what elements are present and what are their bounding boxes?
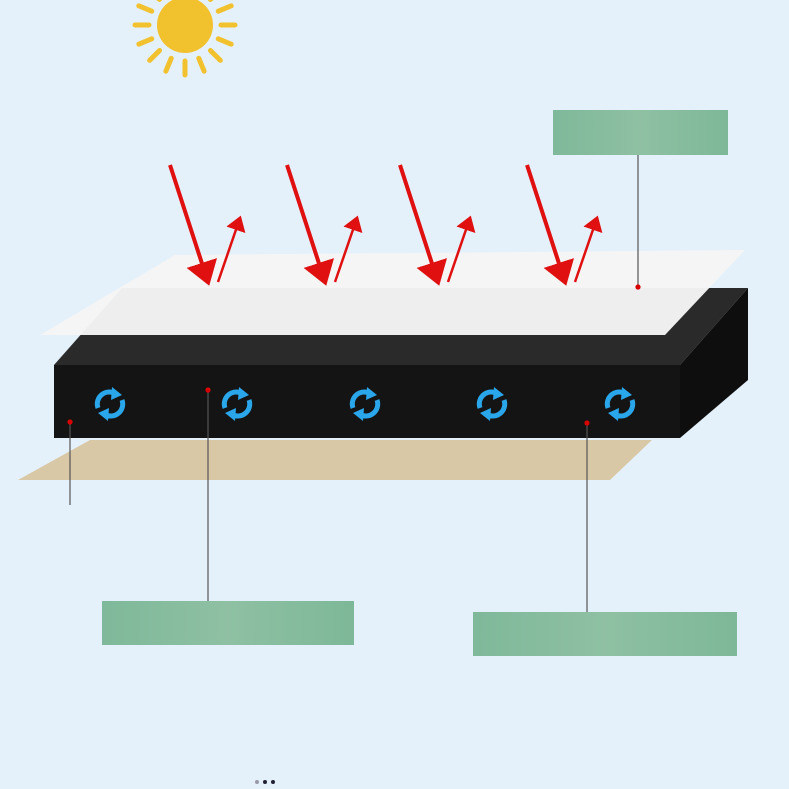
refresh-cycle-icon — [604, 387, 636, 421]
leader-lines — [69, 155, 639, 612]
cycle-icons — [94, 387, 636, 421]
sun-ray — [215, 36, 234, 47]
refresh-cycle-icon — [349, 387, 381, 421]
reflective-film-layer — [40, 250, 745, 335]
refresh-cycle-icon — [221, 387, 253, 421]
pager-dot[interactable] — [263, 780, 267, 784]
base-layer — [18, 440, 652, 480]
incoming-ray-arrow — [525, 164, 575, 286]
label-box-top-film — [553, 110, 728, 155]
pager-dot[interactable] — [271, 780, 275, 784]
label-box-foam — [102, 601, 354, 645]
sun-ray — [136, 3, 155, 14]
incoming-ray-arrow — [168, 164, 218, 286]
incoming-ray-arrow — [398, 164, 448, 286]
foam-right-face — [680, 288, 748, 438]
pager-dot[interactable] — [255, 780, 259, 784]
marker-dots — [67, 284, 641, 426]
refresh-cycle-icon — [94, 387, 126, 421]
sun-ray — [207, 47, 223, 63]
sun-ray — [215, 3, 234, 14]
pager-dots[interactable] — [255, 780, 275, 784]
sun-ray — [196, 55, 207, 74]
incoming-ray-arrow — [285, 164, 335, 286]
sun-ray — [136, 36, 155, 47]
reflected-ray-arrow — [573, 215, 603, 283]
label-box-base — [473, 612, 737, 656]
radiation-arrows — [168, 164, 603, 286]
sun-ray — [147, 47, 163, 63]
reflected-ray-arrow — [216, 215, 246, 283]
sun-icon — [132, 0, 238, 78]
reflected-ray-arrow — [333, 215, 363, 283]
refresh-cycle-icon — [476, 387, 508, 421]
sun-ray — [163, 55, 174, 74]
foam-front-face — [54, 365, 680, 438]
reflected-ray-arrow — [446, 215, 476, 283]
